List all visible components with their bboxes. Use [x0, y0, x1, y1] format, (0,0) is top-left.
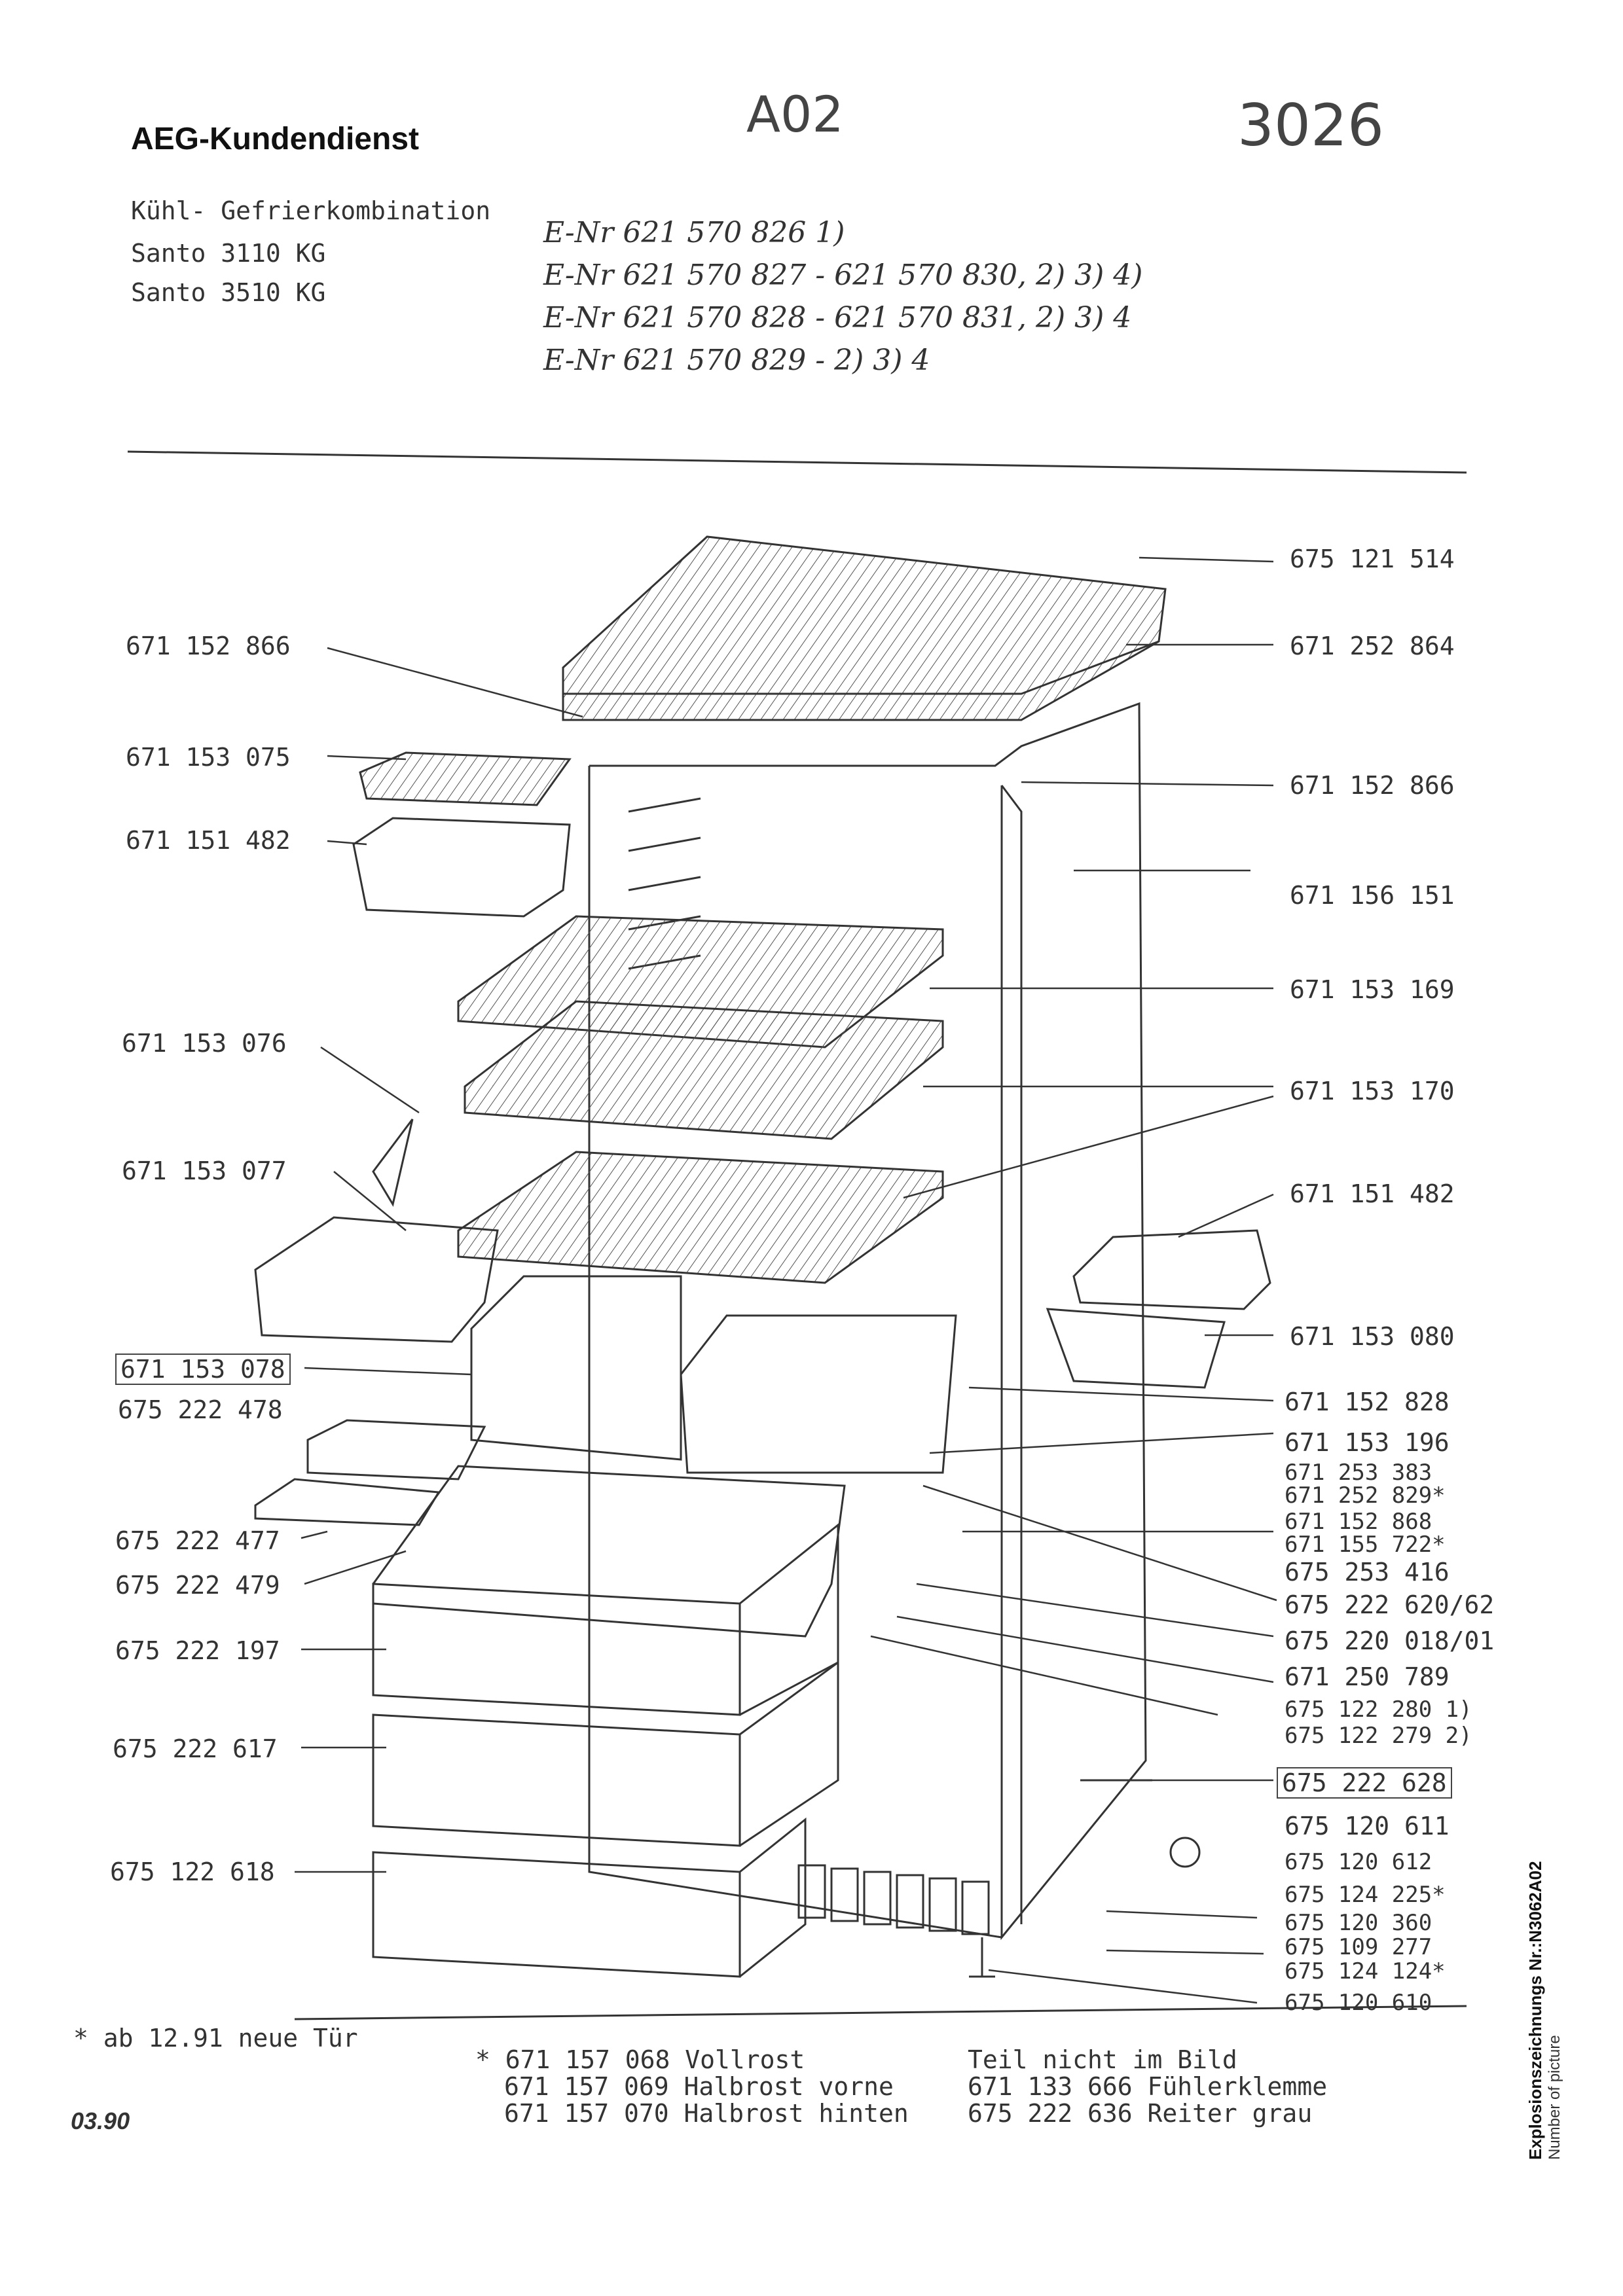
- header-divider: [127, 450, 1467, 474]
- part-label: 671 152 866: [126, 632, 291, 660]
- cabinet-outline: [589, 702, 1147, 1941]
- enr-line-1: E-Nr 621 570 826 1): [543, 216, 845, 249]
- part-label: 675 120 360: [1285, 1910, 1432, 1936]
- part-label: 675 253 416: [1285, 1558, 1450, 1587]
- picture-number-subtitle: Number of picture: [1546, 2035, 1563, 2160]
- part-label: 671 153 075: [126, 743, 291, 772]
- part-label: 671 153 169: [1290, 975, 1455, 1004]
- cap-round: [1169, 1837, 1201, 1868]
- part-label: 671 151 482: [1290, 1179, 1455, 1208]
- drawer-lid: [372, 1465, 846, 1638]
- part-label: 671 253 383: [1285, 1460, 1432, 1486]
- ice-tray: [254, 1478, 441, 1526]
- model-1: Santo 3110 KG: [131, 239, 326, 268]
- part-label: 675 220 018/01: [1285, 1626, 1495, 1655]
- part-label: 671 153 196: [1285, 1428, 1450, 1457]
- part-label: 671 252 864: [1290, 632, 1455, 660]
- leader-lines: [295, 556, 1277, 2004]
- door-bin-upper: [352, 817, 571, 918]
- model-2: Santo 3510 KG: [131, 278, 326, 307]
- part-label: 671 152 868: [1285, 1509, 1432, 1535]
- part-label: 671 153 076: [122, 1029, 287, 1058]
- part-label: 675 122 279 2): [1285, 1723, 1472, 1749]
- part-label: 675 109 277: [1285, 1934, 1432, 1960]
- part-label: 671 153 077: [122, 1157, 287, 1185]
- part-label: 675 222 479: [115, 1571, 280, 1600]
- part-label: 675 222 197: [115, 1636, 280, 1665]
- drawer-2-front: [372, 1713, 741, 1847]
- enr-line-2: E-Nr 621 570 827 - 621 570 830, 2) 3) 4): [543, 259, 1143, 292]
- rack-item: 671 157 069 Halbrost vorne: [504, 2072, 894, 2101]
- part-label: 675 124 225*: [1285, 1882, 1446, 1908]
- drawer-3-front: [372, 1851, 741, 1978]
- handwritten-number: 3026: [1237, 92, 1384, 159]
- part-label: 671 156 151: [1290, 881, 1455, 910]
- egg-rack: [359, 751, 572, 806]
- not-pictured-item: 675 222 636 Reiter grau: [968, 2099, 1313, 2128]
- product-type: Kühl- Gefrierkombination: [131, 196, 491, 225]
- handwritten-code: A02: [746, 85, 844, 143]
- dairy-tray: [254, 1216, 499, 1343]
- part-label: 671 152 828: [1285, 1388, 1450, 1416]
- crisper-left: [470, 1275, 682, 1461]
- egg-holder: [306, 1419, 486, 1480]
- part-label: 675 222 628: [1277, 1767, 1452, 1799]
- part-label: 675 222 617: [113, 1734, 278, 1763]
- shelf-3: [457, 1151, 944, 1284]
- part-label: 675 122 280 1): [1285, 1696, 1472, 1723]
- not-pictured-item: 671 133 666 Fühlerklemme: [968, 2072, 1328, 2101]
- revision-date: 03.90: [71, 2108, 130, 2134]
- shelf-2: [464, 1000, 944, 1140]
- door-note: * ab 12.91 neue Tür: [73, 2024, 358, 2053]
- butter-cover: [1046, 1308, 1226, 1389]
- rack-item: 671 157 070 Halbrost hinten: [504, 2099, 909, 2128]
- part-label: 671 250 789: [1285, 1662, 1450, 1691]
- part-label: 671 151 482: [126, 826, 291, 855]
- part-label: 675 124 124*: [1285, 1958, 1446, 1984]
- part-label: 675 120 610: [1285, 1990, 1432, 2016]
- part-label: 671 152 866: [1290, 771, 1455, 800]
- part-label: 675 222 478: [118, 1395, 283, 1424]
- part-label: 671 153 080: [1290, 1322, 1455, 1351]
- part-label: 671 153 078: [115, 1354, 291, 1385]
- crisper-right: [680, 1314, 957, 1474]
- part-label: 675 120 611: [1285, 1812, 1450, 1840]
- brand-title: AEG-Kundendienst: [131, 122, 419, 156]
- part-label: 671 252 829*: [1285, 1482, 1446, 1509]
- drawer-1-front: [372, 1583, 741, 1716]
- enr-line-3: E-Nr 621 570 828 - 621 570 831, 2) 3) 4: [543, 301, 1132, 334]
- part-label: 675 120 612: [1285, 1849, 1432, 1875]
- door-bin-right: [1072, 1229, 1271, 1310]
- picture-number-label: Explosionszeichnungs Nr.:N3062A02 Number…: [1525, 1861, 1564, 2160]
- part-label: 675 222 620/62: [1285, 1590, 1495, 1619]
- not-pictured-title: Teil nicht im Bild: [968, 2045, 1237, 2074]
- part-label: 675 122 618: [110, 1857, 275, 1886]
- part-label: 671 155 722*: [1285, 1532, 1446, 1558]
- enr-line-4: E-Nr 621 570 829 - 2) 3) 4: [543, 344, 930, 377]
- part-label: 671 153 170: [1290, 1077, 1455, 1105]
- part-label: 675 222 477: [115, 1526, 280, 1555]
- top-cover: [562, 535, 1167, 721]
- part-label: 675 121 514: [1290, 545, 1455, 573]
- rack-item: * 671 157 068 Vollrost: [475, 2045, 805, 2074]
- picture-number-title: Explosionszeichnungs Nr.:N3062A02: [1525, 1861, 1545, 2160]
